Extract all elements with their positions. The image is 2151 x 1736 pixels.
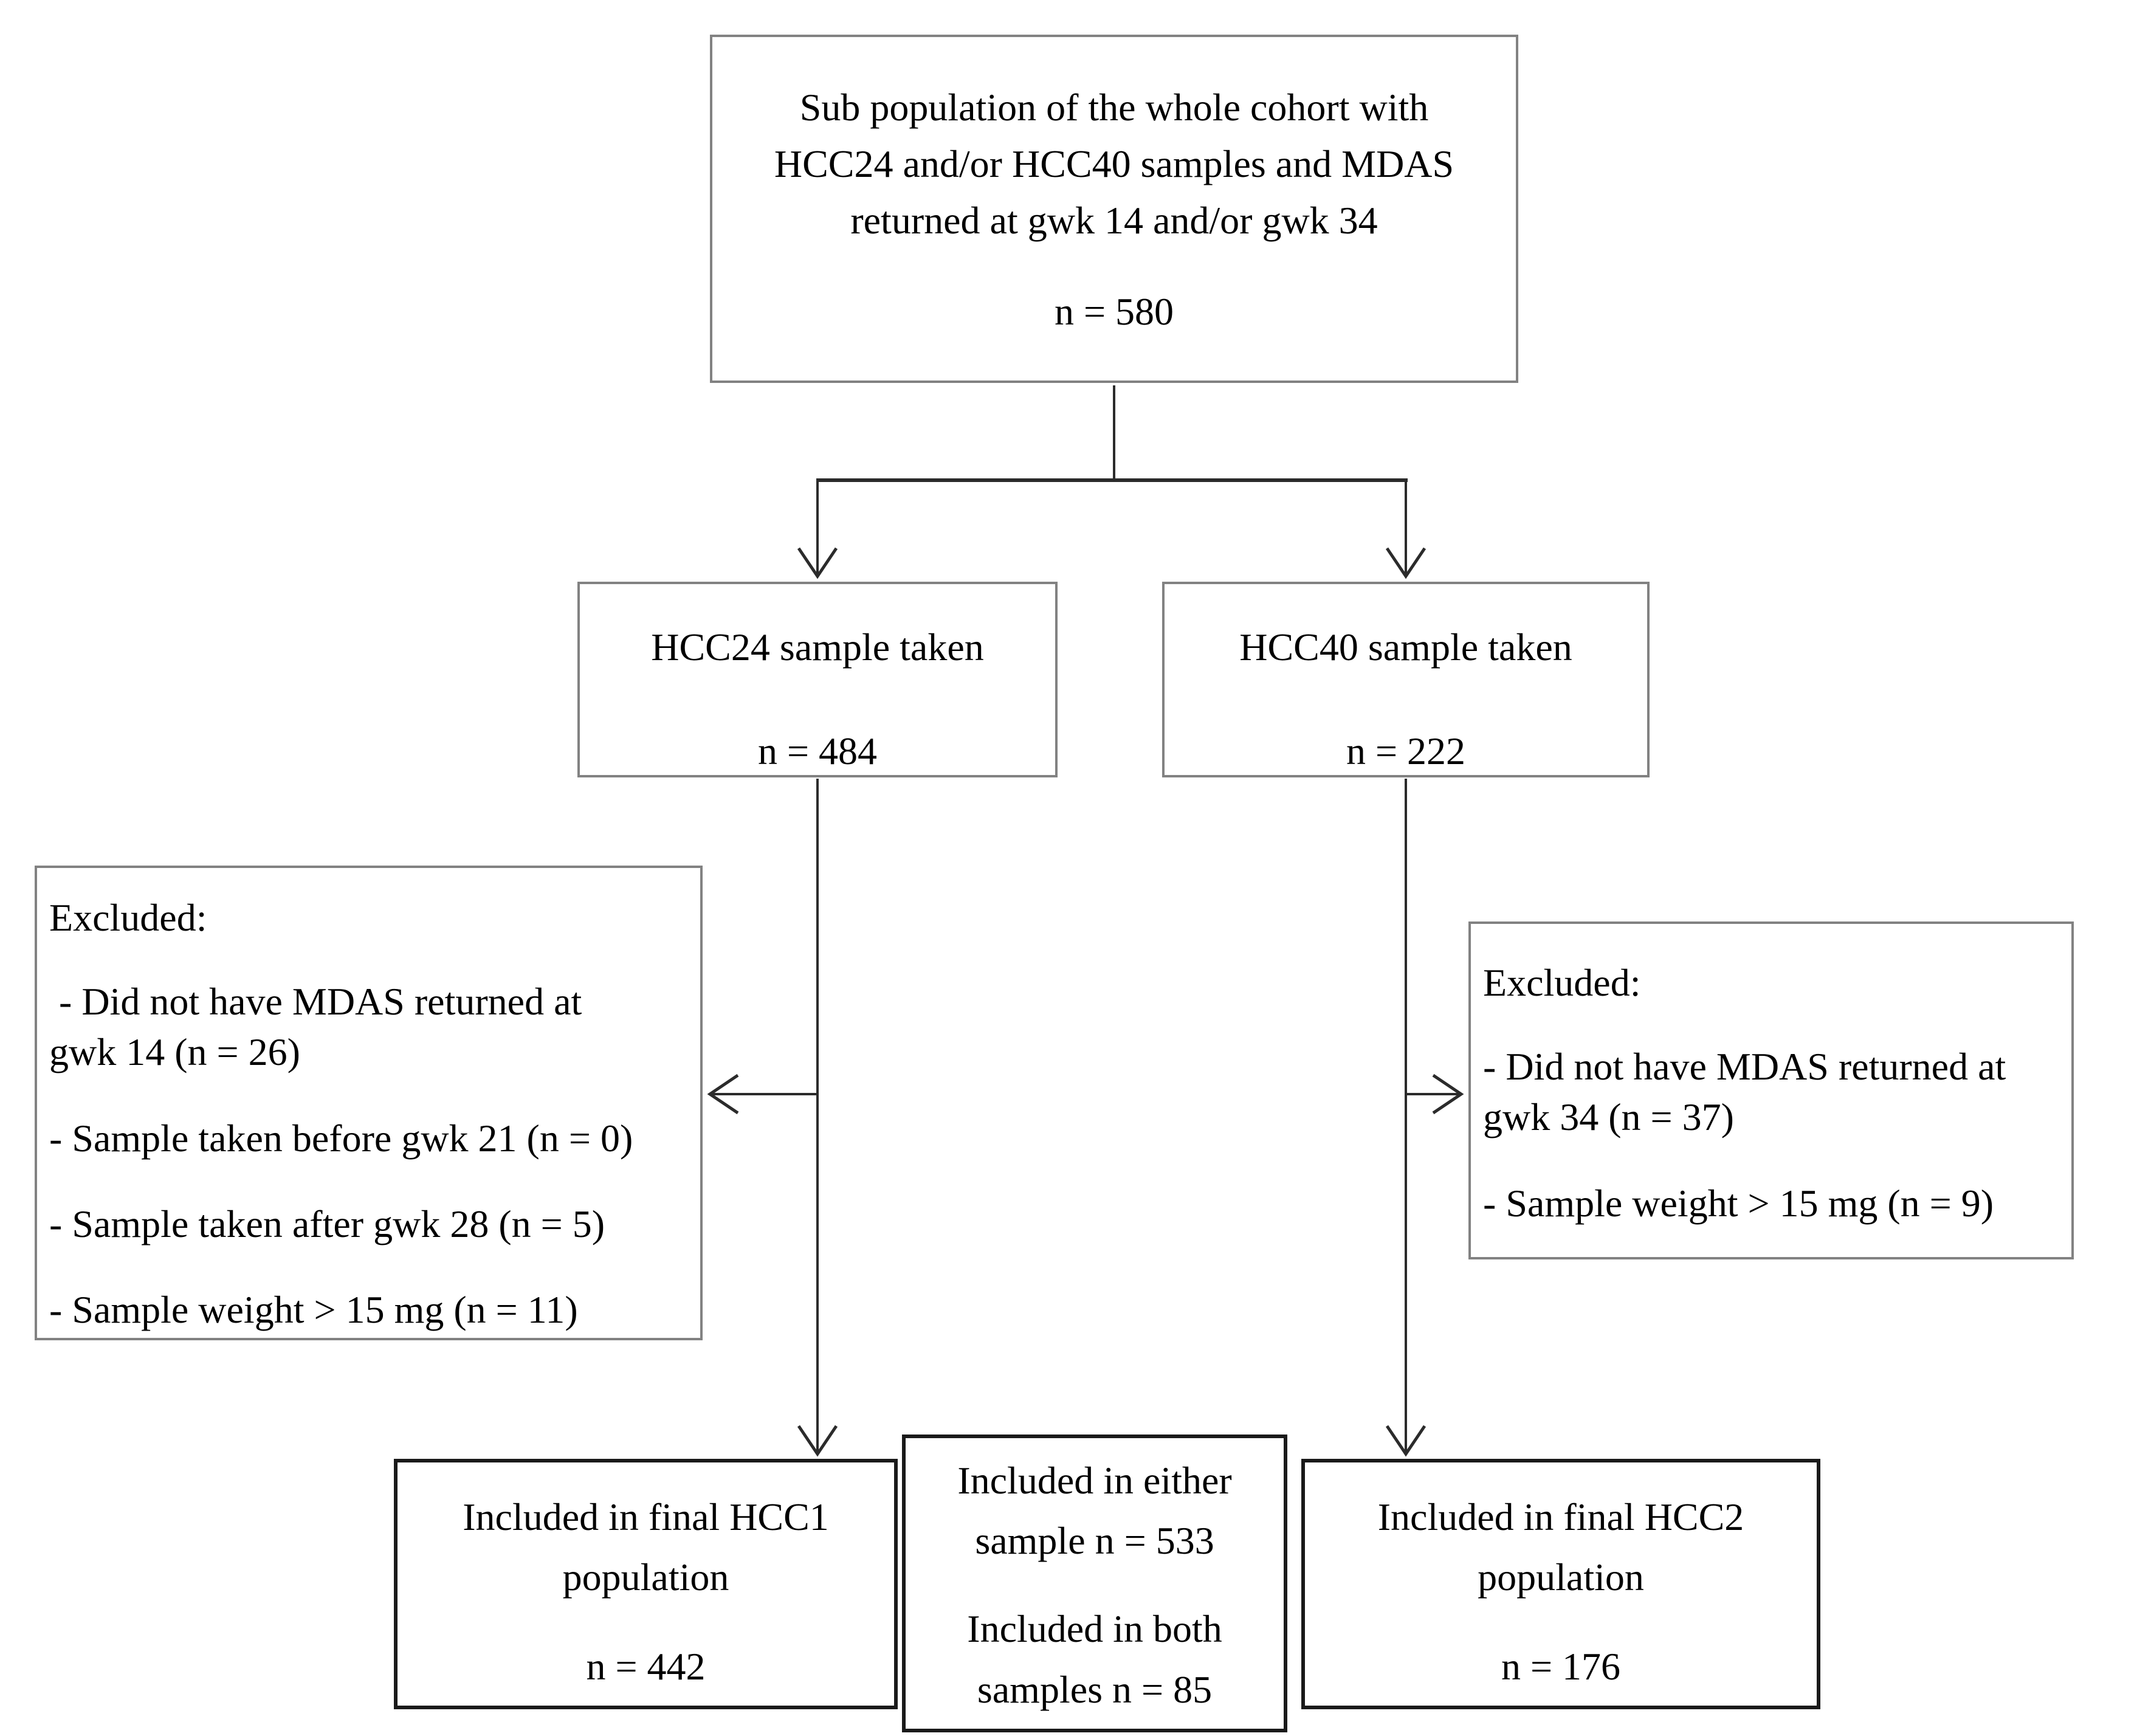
box-hcc24-sample: HCC24 sample taken n = 484: [577, 582, 1058, 777]
hcc24-count: n = 484: [757, 729, 878, 773]
hcc40-label: HCC40 sample taken: [1239, 625, 1572, 669]
box-final-hcc1: Included in final HCC1 population n = 44…: [394, 1459, 898, 1709]
final-hcc2-line2: population: [1478, 1555, 1644, 1599]
hcc24-label: HCC24 sample taken: [651, 625, 984, 669]
excluded-right-item-2: - Sample weight > 15 mg (n = 9): [1483, 1181, 1994, 1225]
subpopulation-line1: Sub population of the whole cohort with: [799, 86, 1429, 129]
subpopulation-line3: returned at gwk 14 and/or gwk 34: [850, 198, 1378, 242]
excluded-left-item-2: - Sample taken before gwk 21 (n = 0): [49, 1116, 633, 1160]
both-line2: samples n = 85: [977, 1667, 1213, 1711]
final-hcc1-count: n = 442: [586, 1645, 706, 1689]
final-hcc2-line1: Included in final HCC2: [1377, 1495, 1744, 1538]
subpopulation-count: n = 580: [1054, 290, 1174, 334]
subpopulation-line2: HCC24 and/or HCC40 samples and MDAS: [774, 142, 1454, 185]
box-final-hcc2: Included in final HCC2 population n = 17…: [1301, 1459, 1820, 1709]
final-hcc2-count: n = 176: [1501, 1645, 1621, 1689]
final-hcc1-line1: Included in final HCC1: [463, 1495, 829, 1538]
box-hcc40-sample: HCC40 sample taken n = 222: [1162, 582, 1650, 777]
either-line1: Included in either: [957, 1459, 1232, 1502]
excluded-left-heading: Excluded:: [49, 896, 207, 939]
either-line2: sample n = 533: [975, 1519, 1214, 1563]
final-hcc1-line2: population: [562, 1555, 729, 1599]
excluded-right-heading: Excluded:: [1483, 961, 1641, 1004]
both-line1: Included in both: [967, 1607, 1222, 1651]
box-excluded-hcc24: Excluded: - Did not have MDAS returned a…: [35, 866, 703, 1340]
excluded-left-item-4: - Sample weight > 15 mg (n = 11): [49, 1287, 578, 1331]
hcc40-count: n = 222: [1346, 729, 1466, 773]
box-subpopulation: Sub population of the whole cohort with …: [710, 35, 1518, 383]
box-excluded-hcc40: Excluded: - Did not have MDAS returned a…: [1468, 921, 2074, 1259]
excluded-left-item-1: - Did not have MDAS returned at gwk 14 (…: [49, 980, 582, 1074]
excluded-right-item-1: - Did not have MDAS returned at gwk 34 (…: [1483, 1045, 2006, 1139]
excluded-left-item-3: - Sample taken after gwk 28 (n = 5): [49, 1202, 605, 1245]
box-either-both: Included in either sample n = 533 Includ…: [902, 1435, 1287, 1732]
